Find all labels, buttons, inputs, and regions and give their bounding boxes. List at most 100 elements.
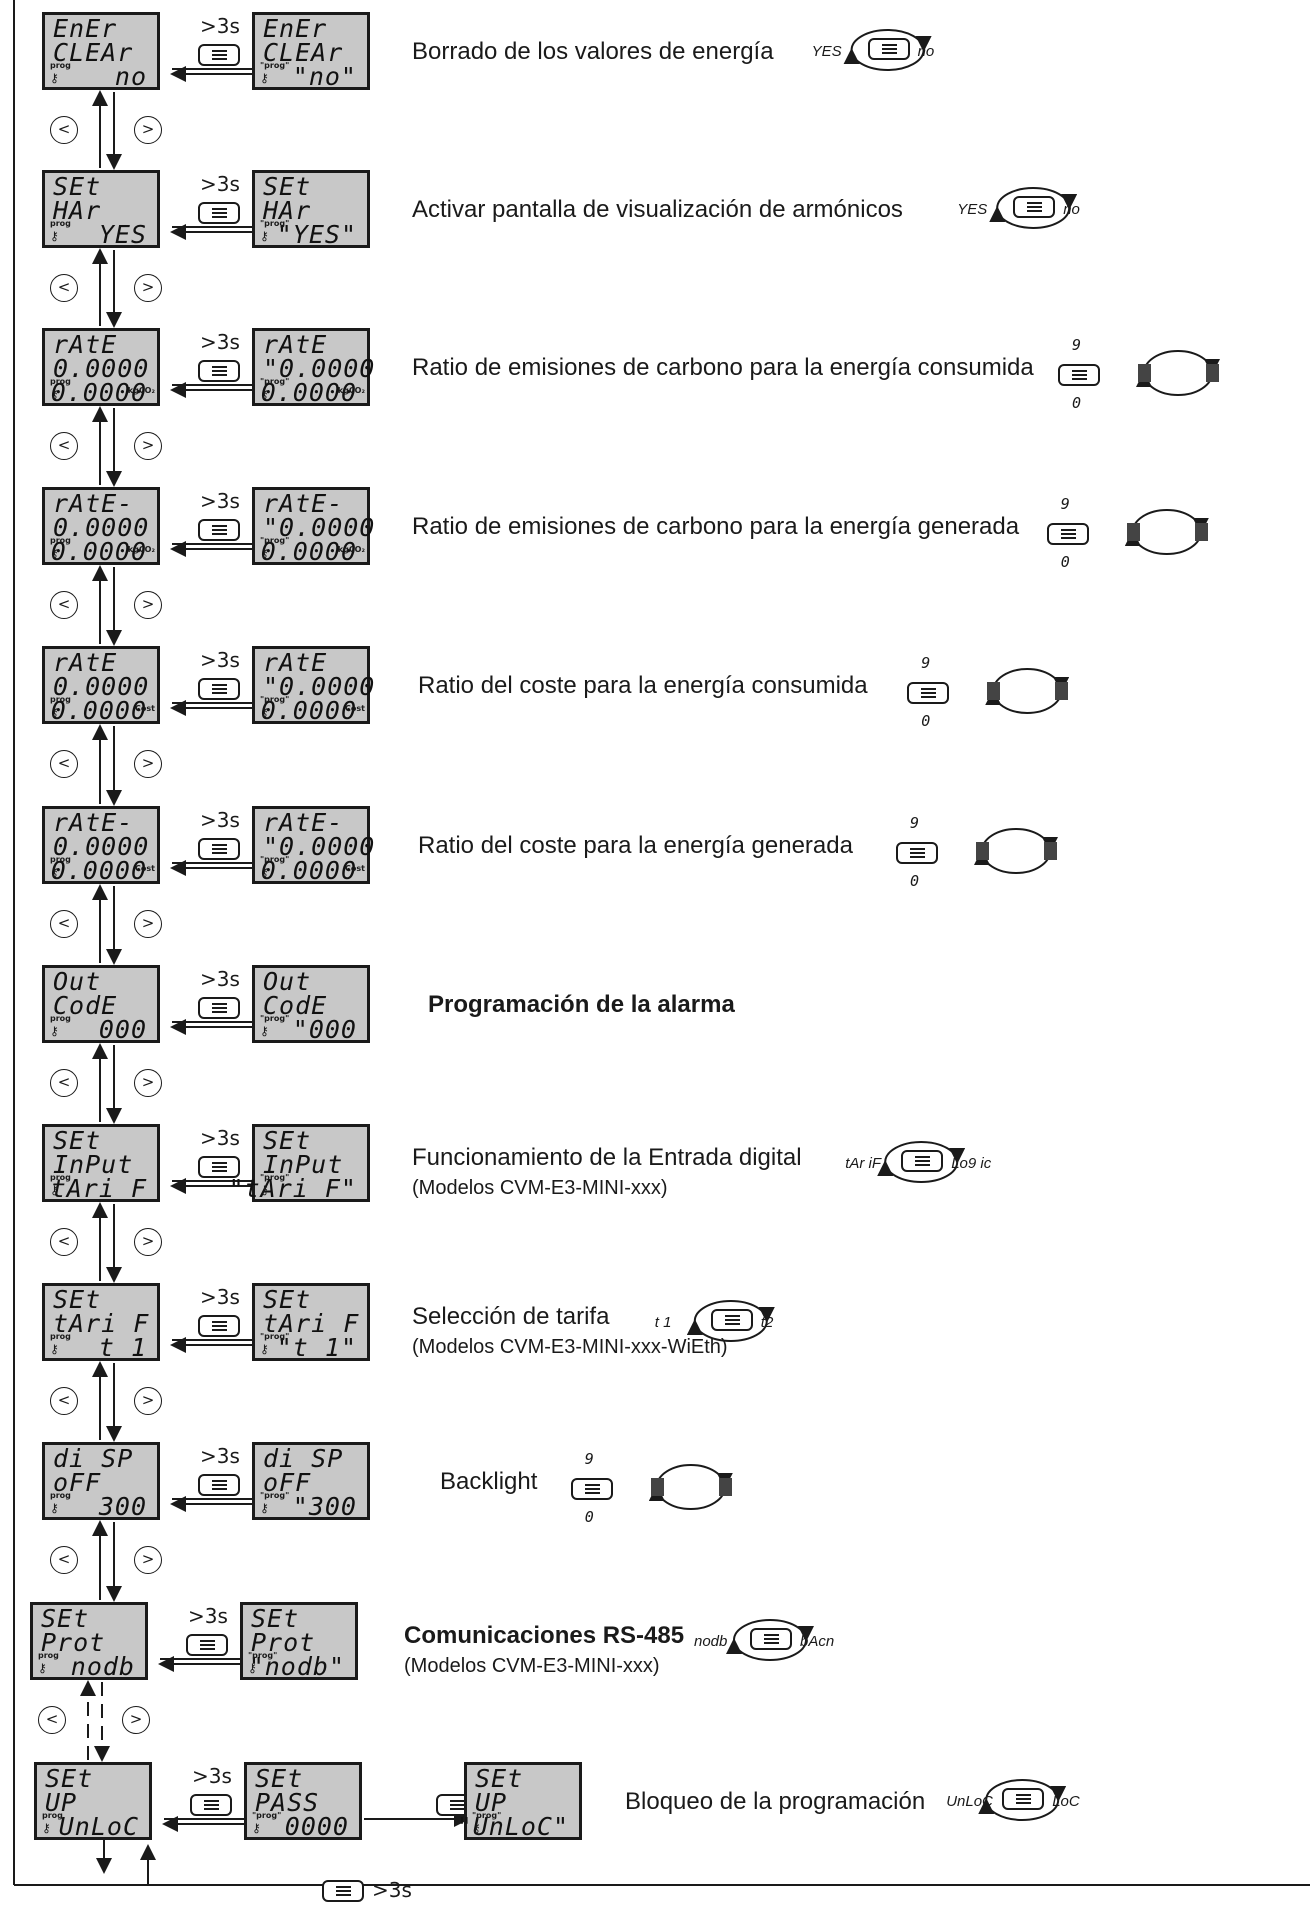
key-icon: ⚷ <box>260 387 269 401</box>
menu-button-input[interactable] <box>198 1156 240 1178</box>
key-icon: ⚷ <box>260 229 269 243</box>
lcd-line-3: 0.0000 <box>260 378 357 407</box>
menu-icon <box>212 844 227 846</box>
menu-button-rate1[interactable] <box>198 360 240 382</box>
menu-button-disp[interactable] <box>198 1474 240 1496</box>
nav-right-button[interactable]: > <box>134 274 162 302</box>
desc-up: Bloqueo de la programación <box>625 1788 926 1815</box>
menu-icon <box>212 1003 227 1005</box>
menu-button-cost2[interactable] <box>198 838 240 860</box>
hold-label: >3s <box>200 808 240 832</box>
nav-right-button[interactable]: > <box>134 1069 162 1097</box>
menu-button-ener[interactable] <box>198 44 240 66</box>
prog-indicator: prog <box>50 1332 71 1341</box>
menu-button-cost1[interactable] <box>198 678 240 700</box>
digit-menu-cost2[interactable] <box>896 842 938 864</box>
lcd-line-3: YES <box>98 220 147 249</box>
lcd-line-2: InPut <box>263 1150 344 1179</box>
digit-menu-rate1[interactable] <box>1058 364 1100 386</box>
prog-indicator: "prog" <box>260 219 290 228</box>
nav-right-button[interactable]: > <box>134 1546 162 1574</box>
lcd-line-2: CodE <box>53 991 118 1020</box>
nav-right-button[interactable]: > <box>134 910 162 938</box>
key-icon: ⚷ <box>50 705 59 719</box>
lcd-line-3: no <box>114 62 147 91</box>
menu-icon <box>881 44 897 46</box>
digit-menu-rate2[interactable] <box>1046 523 1089 545</box>
opt-menu-prot[interactable] <box>750 1628 792 1650</box>
digit-menu-disp[interactable] <box>570 1478 613 1500</box>
menu-button-out[interactable] <box>198 997 240 1019</box>
nav-left-button[interactable]: < <box>50 910 78 938</box>
opt-menu-input[interactable] <box>901 1150 944 1172</box>
nav-left-button[interactable]: < <box>50 591 78 619</box>
lcd-line-2: "0.0000 <box>263 513 376 542</box>
prog-indicator: prog <box>50 1173 71 1182</box>
opt-menu-up[interactable] <box>1002 1788 1045 1810</box>
lcd-line-1: SEt <box>475 1764 524 1793</box>
lcd-line-1: SEt <box>251 1604 300 1633</box>
hold-label: >3s <box>200 172 240 196</box>
lcd-line-1: rAtE <box>263 648 328 677</box>
lcd-line-1: EnEr <box>53 14 118 43</box>
lcd-line-3: 0000 <box>284 1812 349 1841</box>
nav-right-button[interactable]: > <box>134 116 162 144</box>
nav-right-button[interactable]: > <box>134 750 162 778</box>
nav-left-button[interactable]: < <box>38 1706 66 1734</box>
lcd-line-1: di SP <box>53 1444 134 1473</box>
digit-menu-cost1[interactable] <box>907 682 950 704</box>
menu-button-rate2[interactable] <box>198 519 240 541</box>
prog-indicator: "prog" <box>252 1811 282 1820</box>
digit-up-cost2: 9 <box>910 814 920 832</box>
opt-menu-ener[interactable] <box>867 38 910 60</box>
unit-label: kgCO₂ <box>337 386 365 395</box>
nav-left-button[interactable]: < <box>50 750 78 778</box>
nav-right-button[interactable]: > <box>134 1228 162 1256</box>
prog-indicator: "prog" <box>248 1651 278 1660</box>
nav-left-button[interactable]: < <box>50 432 78 460</box>
sub-tarif: (Modelos CVM-E3-MINI-xxx-WiEth) <box>412 1336 728 1358</box>
opt-menu-tarif[interactable] <box>710 1309 753 1331</box>
nav-left-button[interactable]: < <box>50 1387 78 1415</box>
menu-icon <box>921 688 937 690</box>
opt-menu-har[interactable] <box>1013 196 1056 218</box>
nav-left-button[interactable]: < <box>50 1228 78 1256</box>
menu-icon <box>200 1640 215 1642</box>
digit-block-icon <box>1126 523 1140 541</box>
prog-indicator: "prog" <box>260 855 290 864</box>
key-icon: ⚷ <box>50 71 59 85</box>
nav-right-button[interactable]: > <box>134 1387 162 1415</box>
nav-left-button[interactable]: < <box>50 116 78 144</box>
nav-right-button[interactable]: > <box>134 432 162 460</box>
lcd-line-1: SEt <box>53 1285 102 1314</box>
opt-tarif-b: t2 <box>760 1314 774 1331</box>
nav-left-button[interactable]: < <box>50 1069 78 1097</box>
menu-icon <box>212 684 227 686</box>
nav-left-button[interactable]: < <box>50 1546 78 1574</box>
menu-icon <box>584 1484 600 1486</box>
hold-label: >3s <box>200 1444 240 1468</box>
nav-left-button[interactable]: < <box>50 274 78 302</box>
menu-button-har[interactable] <box>198 202 240 224</box>
lcd-line-2: oFF <box>263 1468 312 1497</box>
opt-input-a: tAr iF <box>845 1155 882 1172</box>
menu-button-tarif[interactable] <box>198 1315 240 1337</box>
menu-button-up[interactable] <box>190 1794 232 1816</box>
menu-button-prot[interactable] <box>186 1634 228 1656</box>
lcd-line-2: oFF <box>53 1468 102 1497</box>
desc-rate1: Ratio de emisiones de carbono para la en… <box>412 354 1034 381</box>
lcd-line-1: rAtE- <box>263 489 344 518</box>
lcd-line-1: rAtE <box>263 330 328 359</box>
lcd-line-2: CLEAr <box>263 38 344 67</box>
nav-right-button[interactable]: > <box>134 591 162 619</box>
footer-menu-button[interactable] <box>322 1880 364 1902</box>
lcd-line-3: 000 <box>98 1015 147 1044</box>
nav-right-button[interactable]: > <box>122 1706 150 1734</box>
